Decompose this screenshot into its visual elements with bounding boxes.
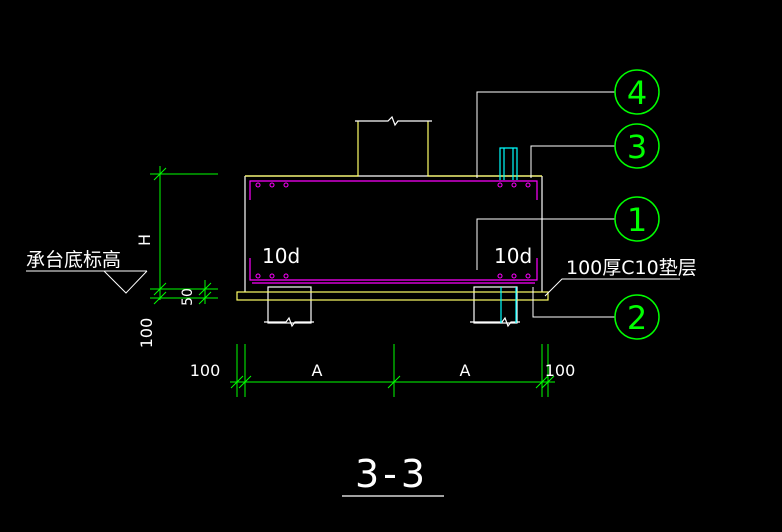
callout-leaders [476, 91, 680, 318]
dim-bottom-cover: 50 [180, 288, 196, 306]
dim-bottom-offset: 100 [137, 318, 156, 349]
rebar-cage [249, 180, 538, 284]
callout-2: 2 [614, 294, 660, 340]
column-dowels [499, 147, 518, 323]
anchor-label-left: 10d [262, 244, 300, 268]
dim-left-extension: 100 [190, 361, 221, 380]
callout-1-label: 1 [627, 201, 647, 239]
rebar-dots-bottom [255, 273, 531, 279]
callout-1: 1 [614, 196, 660, 242]
cushion-note: 100厚C10垫层 [566, 257, 697, 279]
horizontal-dimension-lines [230, 344, 555, 397]
callout-4-label: 4 [627, 74, 647, 112]
callout-3-label: 3 [627, 128, 647, 166]
rebar-dots-top [255, 182, 531, 188]
base-elevation-label: 承台底标高 [26, 249, 121, 271]
section-title: 3-3 [355, 452, 429, 496]
dim-height: H [135, 234, 154, 246]
callout-2-label: 2 [627, 299, 647, 337]
anchor-label-right: 10d [494, 244, 532, 268]
dim-bay-left: A [312, 361, 323, 380]
elevation-triangle [26, 270, 148, 294]
callout-4: 4 [614, 69, 660, 115]
dim-right-extension: 100 [545, 361, 576, 380]
dim-bay-right: A [460, 361, 471, 380]
column-stub [245, 115, 542, 177]
vertical-dimension-lines [150, 166, 218, 305]
callout-3: 3 [614, 123, 660, 169]
cushion-layer [236, 291, 549, 301]
